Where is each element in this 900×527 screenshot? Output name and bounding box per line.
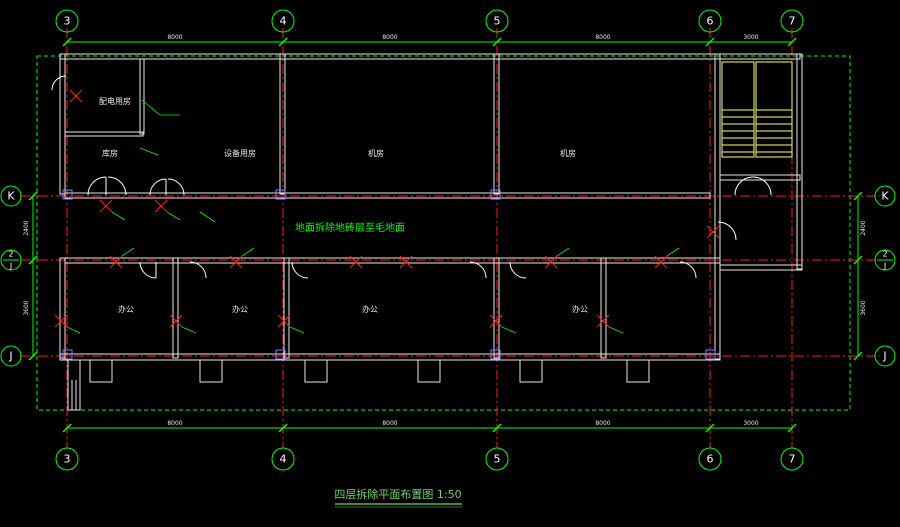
axis-bubbles-left: K 2J J [0,185,22,367]
room-label-room-b: 机房 [560,148,576,158]
axis-label: J [8,350,12,363]
axis-label: 6 [707,15,714,28]
room-labels: 配电用房 库房 设备用房 机房 机房 办公 办公 办公 办公 [99,96,588,314]
axis-bubble-7-bottom: 7 [780,447,804,471]
room-label-office-4: 办公 [572,304,588,314]
dim-side-right-2: 3600 [860,300,867,315]
dim-bottom-4: 3000 [743,420,758,427]
axis-bubble-J-right: J [874,345,896,367]
dimension-lines [28,37,863,433]
room-label-office-1: 办公 [118,304,134,314]
room-label-office-3: 办公 [362,304,378,314]
axis-bubble-4-bottom: 4 [271,447,295,471]
axis-bubble-2J-right: 2J [874,249,896,271]
dim-bottom-3: 8000 [595,420,610,427]
axis-label: 3 [64,15,71,28]
axis-label: J [9,262,12,271]
axis-bubble-6-bottom: 6 [698,447,722,471]
axis-label: 4 [280,453,287,466]
room-label-room-a: 机房 [368,148,384,158]
axis-label: K [881,190,889,203]
axis-bubble-3-bottom: 3 [55,447,79,471]
room-label-office-2: 办公 [232,304,248,314]
axis-label: 7 [789,453,796,466]
dim-bottom-2: 8000 [382,420,397,427]
room-label-electrical: 配电用房 [99,96,131,106]
axis-label: 7 [789,15,796,28]
axis-bubble-K-left: K [0,185,22,207]
leader-tags [66,99,680,334]
dim-side-left-1: 2400 [23,220,30,235]
dim-side-right-1: 2400 [860,220,867,235]
axis-bubble-7-top: 7 [780,9,804,33]
room-label-warehouse: 库房 [102,148,118,158]
axis-bubble-K-right: K [874,185,896,207]
axis-bubble-6-top: 6 [698,9,722,33]
axis-sub-label: 2 [882,250,887,259]
dim-top-1: 8000 [167,34,182,41]
axis-bubble-2J-left: 2J [0,249,22,271]
axis-label: 4 [280,15,287,28]
axis-bubbles-bottom: 3 4 5 6 7 [55,447,804,471]
axis-bubble-J-left: J [0,345,22,367]
dim-top-3: 8000 [595,34,610,41]
columns [62,189,716,360]
axis-label: 5 [494,453,501,466]
axis-bubble-5-bottom: 5 [485,447,509,471]
axis-label: 3 [64,453,71,466]
axis-label: J [882,350,886,363]
axis-bubble-3-top: 3 [55,9,79,33]
site-boundary [36,55,851,411]
walls [59,53,803,411]
corridor-demolition-note: 地面拆除地砖层至毛地面 [295,221,405,234]
axis-label: K [7,190,15,203]
axis-label: J [883,262,886,271]
axis-bubble-5-top: 5 [485,9,509,33]
dim-side-left-2: 3600 [23,300,30,315]
axis-label: 5 [494,15,501,28]
doors [51,75,772,279]
demolition-marks [54,89,720,328]
axis-bubbles-right: K 2J J [874,185,896,367]
dimension-texts: 8000 8000 8000 3000 8000 8000 8000 3000 … [23,34,867,427]
axis-label: 6 [707,453,714,466]
dim-bottom-1: 8000 [167,420,182,427]
axis-sub-label: 2 [8,250,13,259]
axis-bubble-4-top: 4 [271,9,295,33]
stairs [721,61,793,158]
drawing-title: 四层拆除平面布置图 1:50 [334,487,461,501]
dim-top-2: 8000 [382,34,397,41]
axis-lines [20,28,880,448]
room-label-equipment: 设备用房 [224,148,256,158]
axis-bubbles-top: 3 4 5 6 7 [55,9,804,33]
dim-top-4: 3000 [743,34,758,41]
